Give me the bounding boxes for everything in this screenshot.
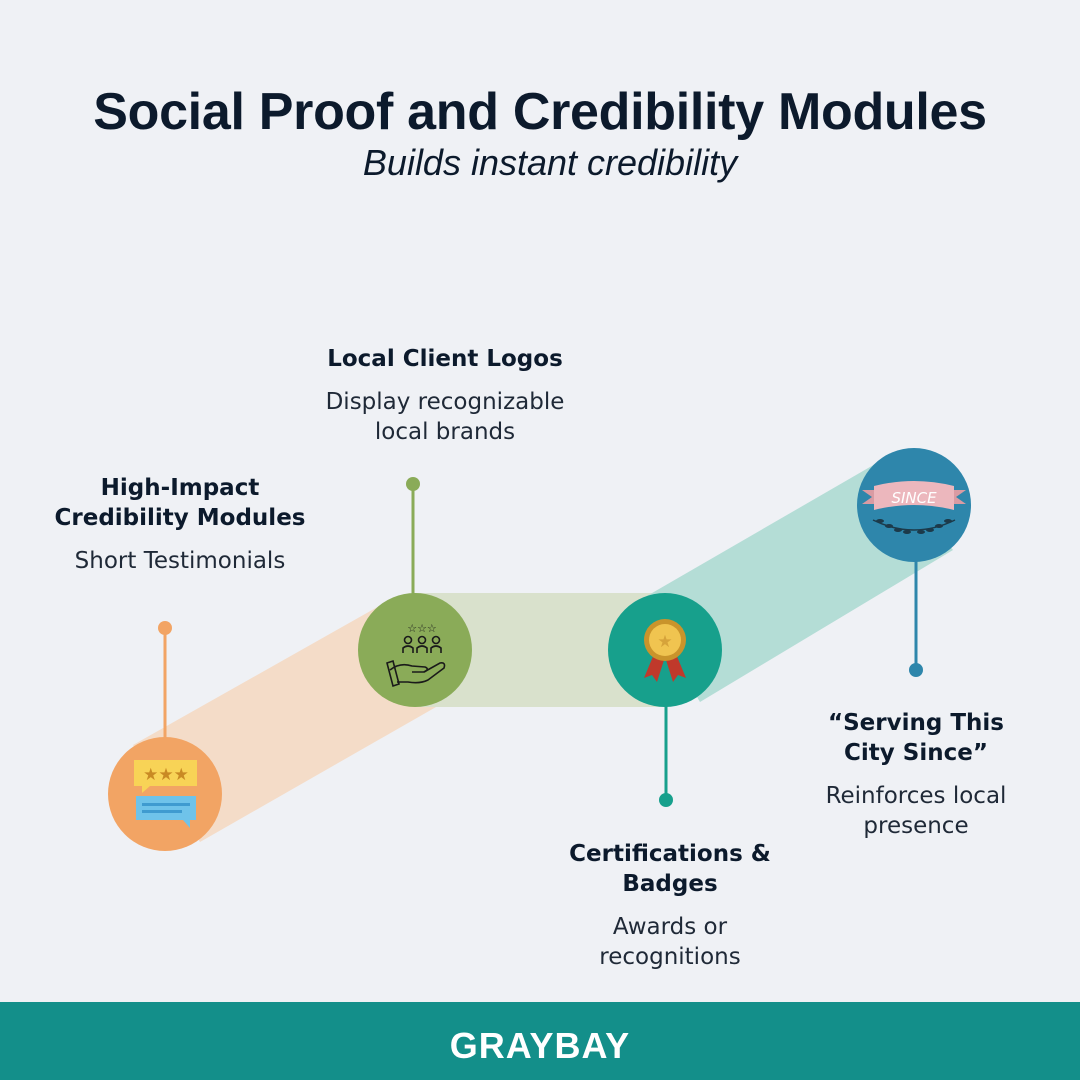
stem-dot-4	[909, 663, 923, 677]
svg-text:☆☆☆: ☆☆☆	[407, 622, 437, 635]
step-certifications: Certifications & Badges Awards or recogn…	[540, 839, 800, 972]
timeline-diagram: ★★★ ☆☆☆ ★	[108, 448, 971, 851]
community-hand-icon: ☆☆☆	[386, 622, 446, 688]
svg-text:★: ★	[657, 632, 672, 652]
step-local-client-logos: Local Client Logos Display recognizable …	[295, 344, 595, 447]
stem-dot-1	[158, 621, 172, 635]
page-title: Social Proof and Credibility Modules	[93, 83, 987, 141]
step-serving-since: “Serving This City Since” Reinforces loc…	[790, 708, 1042, 841]
band-2-3	[415, 593, 665, 707]
page-subtitle: Builds instant credibility	[362, 142, 738, 183]
review-chat-icon: ★★★	[134, 760, 197, 828]
step-description: Short Testimonials	[74, 548, 286, 574]
step-heading: “Serving This City Since”	[828, 710, 1004, 766]
svg-text:★★★: ★★★	[143, 765, 189, 785]
stem-dot-2	[406, 477, 420, 491]
step-description: Awards or recognitions	[599, 914, 741, 970]
node-4: SINCE	[857, 448, 971, 562]
footer-bar: GRAYBAY	[0, 1002, 1080, 1080]
award-medal-icon: ★	[644, 619, 686, 682]
step-description: Reinforces local presence	[825, 783, 1007, 839]
step-heading: High-Impact Credibility Modules	[54, 475, 306, 531]
brand-logo: GRAYBAY	[449, 1025, 631, 1066]
stem-dot-3	[659, 793, 673, 807]
node-1: ★★★	[108, 737, 222, 851]
since-banner-text: SINCE	[891, 489, 937, 507]
since-banner-icon: SINCE	[862, 481, 966, 534]
node-3: ★	[608, 593, 722, 707]
step-heading: Local Client Logos	[327, 346, 563, 372]
step-heading: Certifications & Badges	[569, 841, 771, 897]
node-2: ☆☆☆	[358, 593, 472, 707]
step-description: Display recognizable local brands	[325, 389, 565, 445]
step-high-impact: High-Impact Credibility Modules Short Te…	[40, 473, 320, 576]
